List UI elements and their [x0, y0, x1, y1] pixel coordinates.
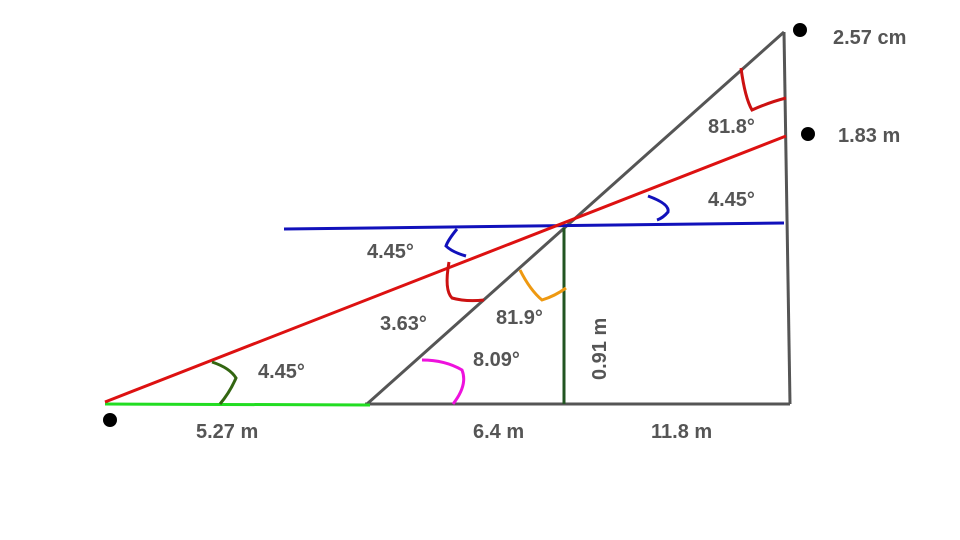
- label-angle-left-blue: 4.45°: [367, 241, 414, 263]
- label-top-length: 2.57 cm: [833, 27, 906, 49]
- label-mid-right-length: 1.83 m: [838, 125, 900, 147]
- label-angle-magenta: 8.09°: [473, 349, 520, 371]
- point-mid-right: [801, 127, 815, 141]
- label-angle-right-blue: 4.45°: [708, 189, 755, 211]
- label-angle-red-diag: 3.63°: [380, 313, 427, 335]
- angle-arc-top-red: [739, 67, 787, 112]
- point-bottom-left: [103, 413, 117, 427]
- blue-horizontal-line: [283, 221, 785, 231]
- label-angle-orange: 81.9°: [496, 307, 543, 329]
- angle-arc-mid-red: [445, 261, 485, 303]
- label-angle-top: 81.8°: [708, 116, 755, 138]
- green-base-segment: [104, 402, 371, 407]
- angle-arc-left-blue: [444, 228, 467, 258]
- angle-arc-right-blue: [647, 194, 670, 222]
- label-base-right: 11.8 m: [651, 421, 712, 443]
- label-base-left: 5.27 m: [196, 421, 258, 443]
- red-line: [104, 134, 787, 404]
- angle-arc-orange: [518, 269, 567, 302]
- angle-arc-magenta: [421, 358, 466, 405]
- label-base-middle: 6.4 m: [473, 421, 524, 443]
- label-angle-bottom-left: 4.45°: [258, 361, 305, 383]
- label-vertical-height: 0.91 m: [589, 318, 611, 380]
- point-top: [793, 23, 807, 37]
- angle-arc-bottom-left-green: [211, 360, 238, 405]
- right-vertical-line: [782, 31, 792, 405]
